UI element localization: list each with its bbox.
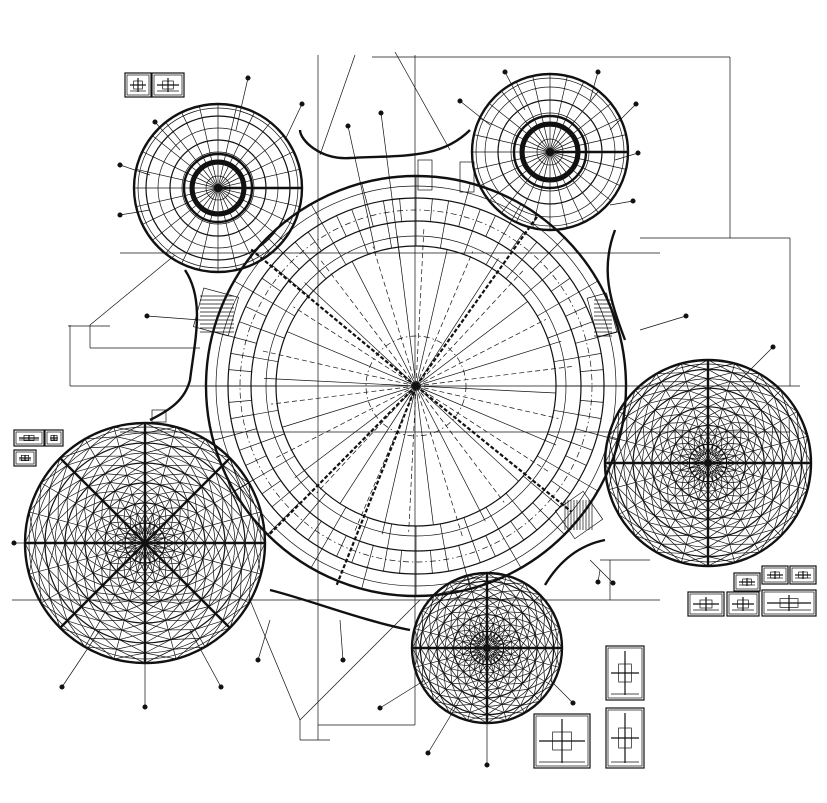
detail-sheet bbox=[761, 565, 789, 585]
detail-sheet bbox=[733, 572, 761, 592]
central-ring bbox=[204, 174, 628, 598]
reference-lines bbox=[12, 51, 800, 741]
detail-sheet bbox=[789, 565, 817, 585]
dome-left bbox=[23, 421, 267, 665]
detail-sheet bbox=[13, 429, 45, 447]
detail-sheet bbox=[687, 591, 725, 617]
detail-sheet bbox=[44, 429, 64, 447]
detail-sheet bbox=[124, 72, 152, 98]
detail-sheet bbox=[151, 72, 185, 98]
leader-lines bbox=[11, 69, 776, 768]
detail-sheet bbox=[605, 707, 645, 769]
building-outline bbox=[149, 129, 627, 632]
detail-sheet bbox=[533, 713, 591, 769]
detail-sheet bbox=[13, 449, 37, 467]
dome-right bbox=[603, 358, 813, 568]
dome-top-left bbox=[132, 102, 304, 274]
dome-top-right bbox=[470, 72, 630, 232]
detail-sheet bbox=[605, 645, 645, 701]
detail-sheet bbox=[761, 589, 817, 617]
dome-bottom bbox=[410, 571, 564, 725]
detail-sheet bbox=[726, 591, 760, 617]
detail-sheets bbox=[13, 72, 817, 769]
stair-blocks bbox=[151, 159, 618, 540]
